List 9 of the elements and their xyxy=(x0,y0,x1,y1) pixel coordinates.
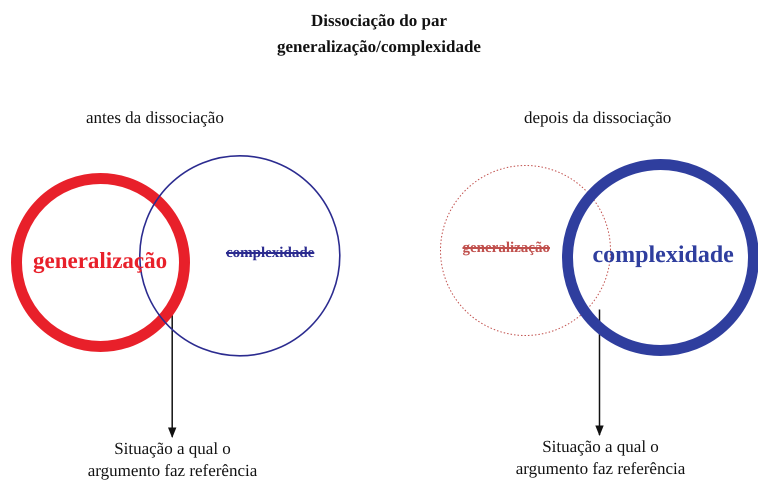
panel-heading: depois da dissociação xyxy=(524,108,672,128)
struck-term: generalização xyxy=(462,238,550,258)
panel-heading: antes da dissociação xyxy=(86,108,224,128)
term-label: complexidade xyxy=(592,241,734,269)
diagram-title: Dissociação do par generalização/complexidade xyxy=(276,10,482,58)
arrow xyxy=(595,310,604,436)
caption-text: Situação a qual o argumento faz referência xyxy=(514,436,686,480)
caption-text: Situação a qual o argumento faz referência xyxy=(86,438,258,482)
struck-term: complexidade xyxy=(226,244,314,264)
